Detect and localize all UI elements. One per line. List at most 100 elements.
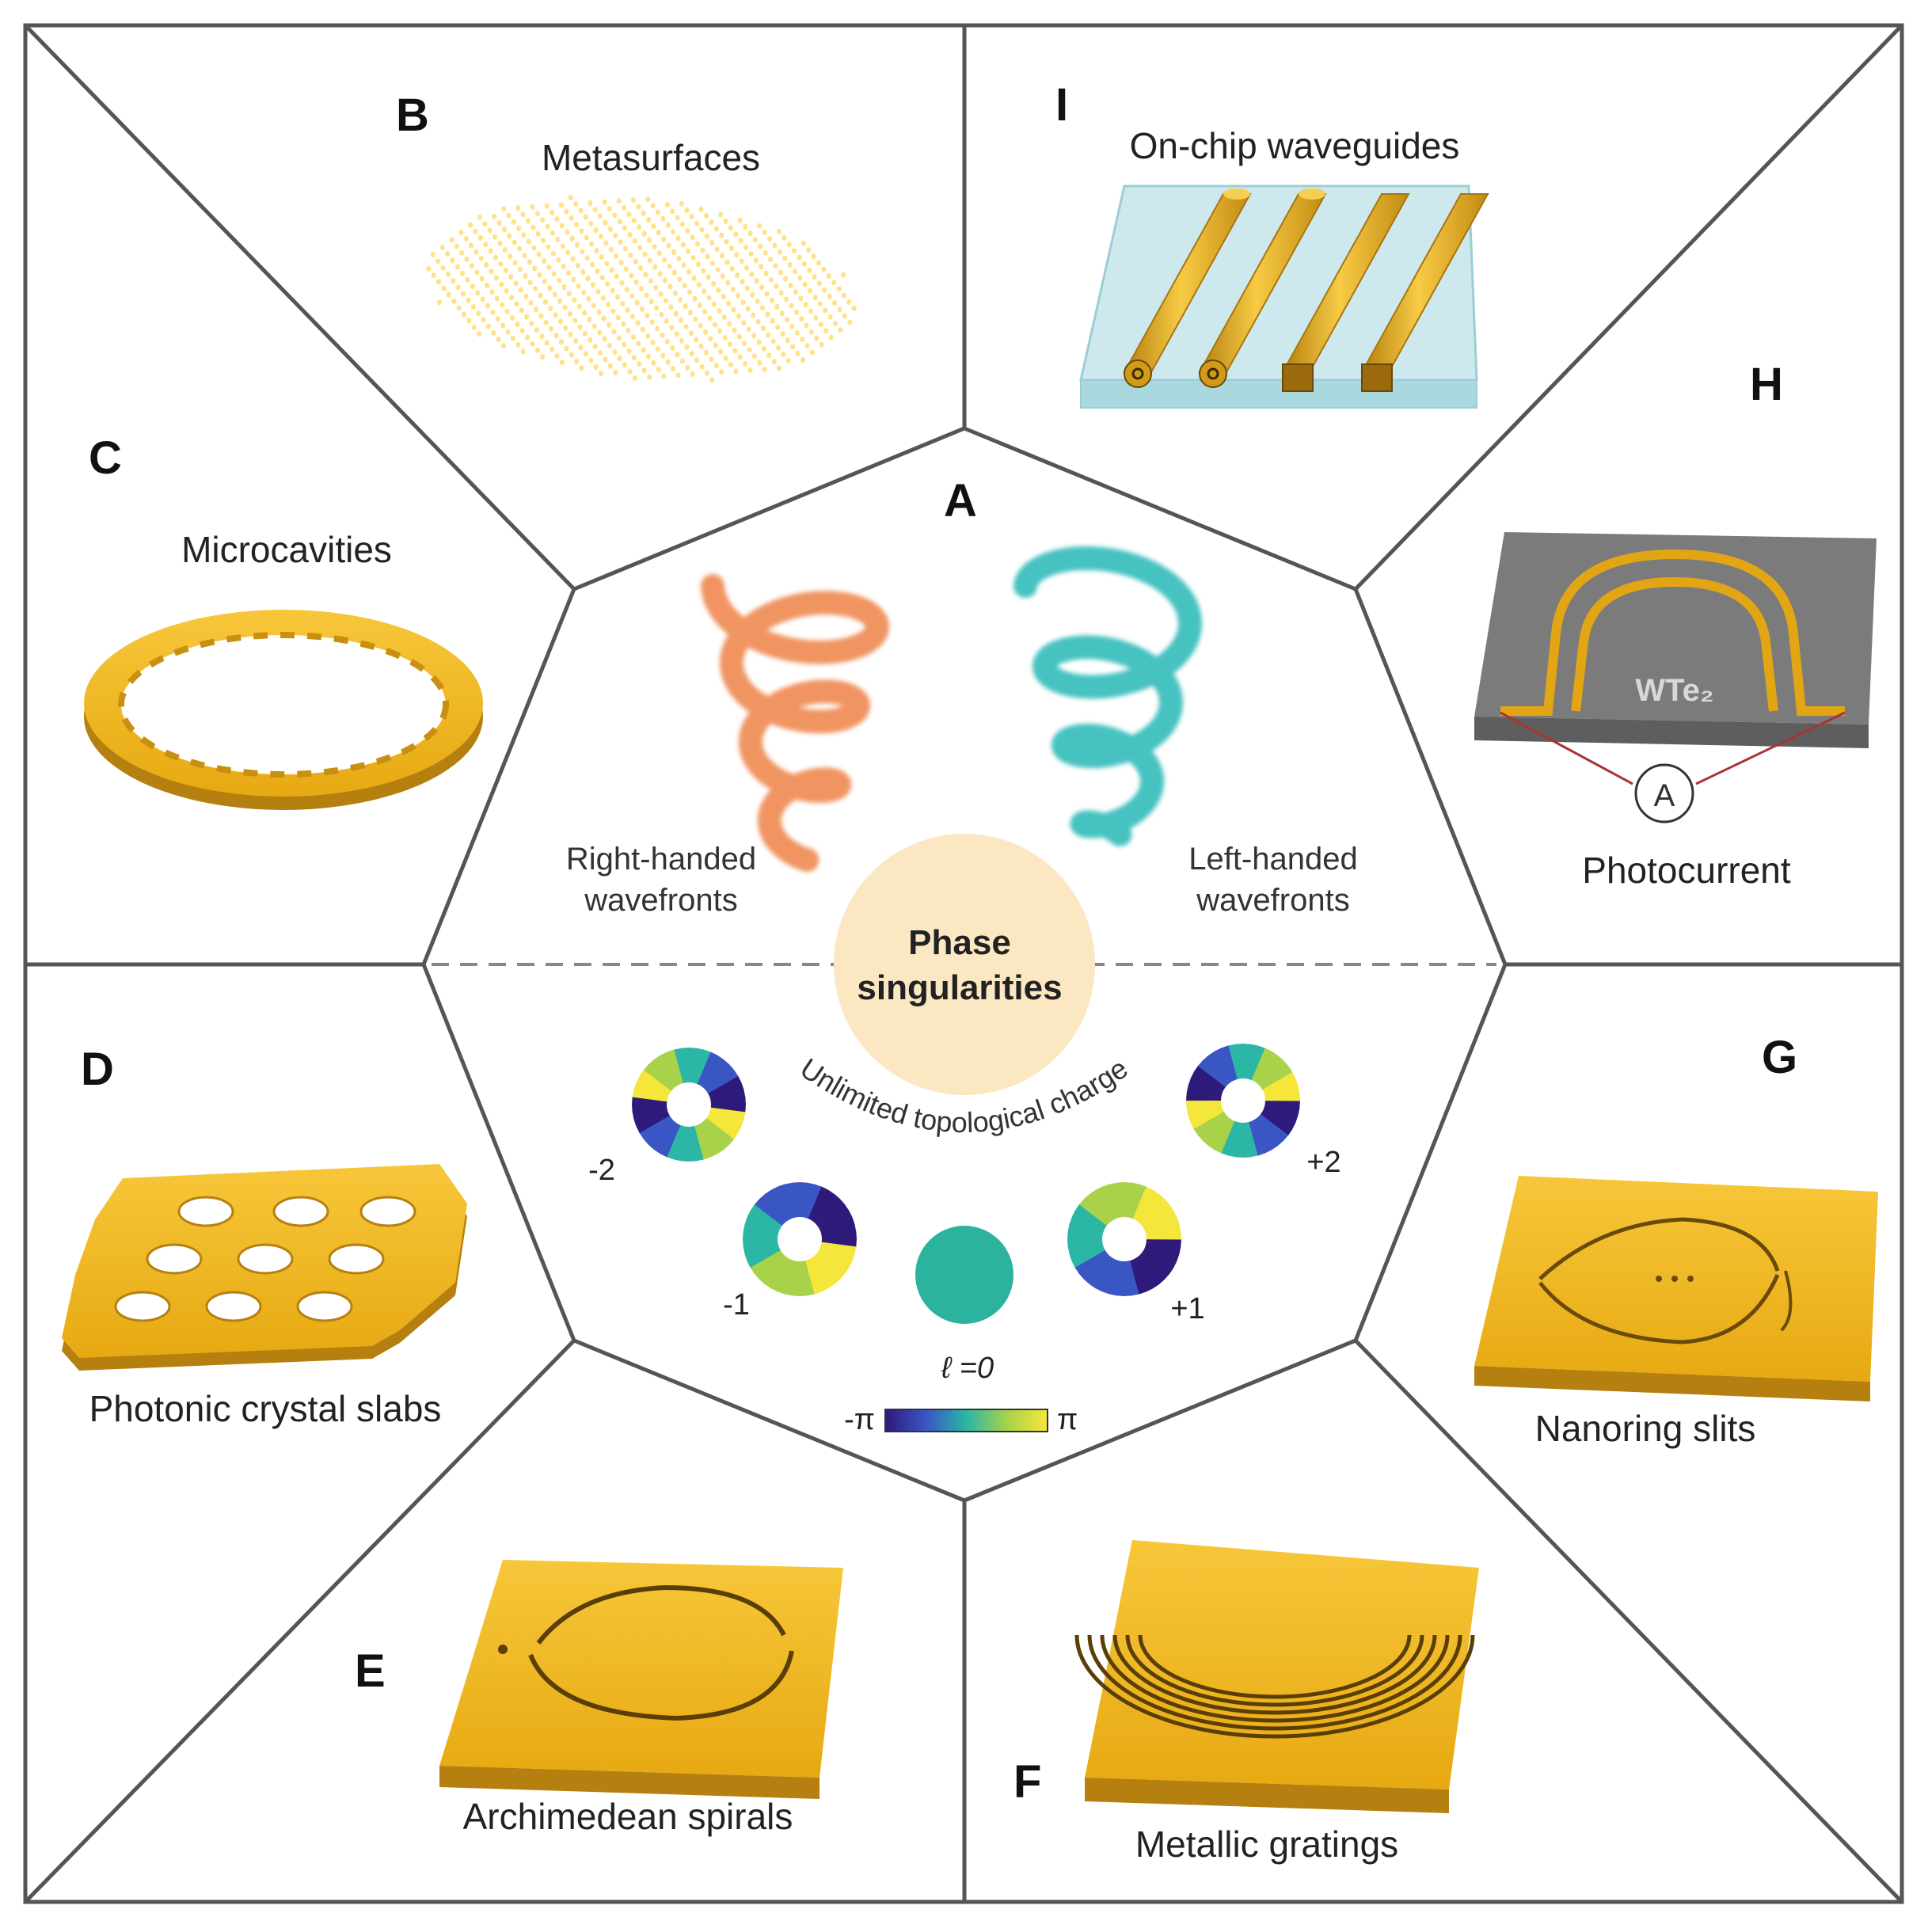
vortex-segment (750, 1249, 782, 1274)
spiral-slit-top (536, 1584, 786, 1645)
charge-plus-2: +2 (1306, 1146, 1340, 1179)
panel-c-letter: C (89, 432, 122, 484)
vortex-segment (681, 1048, 690, 1083)
vortex-segment (1130, 1259, 1147, 1295)
crystal-hole (177, 1196, 234, 1227)
vortex-segment (1078, 1252, 1109, 1280)
vortex-segment (694, 1124, 711, 1160)
vortex-segment (691, 1126, 704, 1162)
waveguide-end (1199, 359, 1227, 388)
vortex-segment (1264, 1101, 1300, 1109)
panel-b-letter: B (396, 89, 429, 141)
panel-i: I On-chip waveguides (1055, 79, 1489, 409)
grating-plate (1074, 1540, 1479, 1813)
vortex-segment (1132, 1186, 1154, 1220)
vortex-segment (805, 1259, 822, 1295)
waveguide-core (1207, 367, 1219, 380)
vortex-segment (802, 1182, 816, 1218)
vortex-segment (1102, 1259, 1119, 1295)
vortex-segment (1135, 1189, 1160, 1222)
slit-ring-top (1538, 1217, 1780, 1280)
panel-a-letter: A (944, 475, 977, 527)
vortex-segment (1102, 1184, 1119, 1219)
slit-dot-1 (1656, 1276, 1662, 1282)
vortex-segment (808, 1186, 829, 1220)
vortex-segment (778, 1259, 794, 1295)
vortex-segment (1132, 1258, 1153, 1292)
grating-groove (1112, 1634, 1437, 1715)
vortex-segment (792, 1261, 800, 1296)
phase-singularities-disc (834, 834, 1095, 1095)
vortex-segment (1261, 1066, 1293, 1090)
vortex-segment (1186, 1100, 1222, 1109)
vortex-segment (648, 1120, 675, 1150)
crystal-hole (296, 1291, 353, 1322)
vortex-segment (817, 1250, 850, 1275)
vortex-segment (1257, 1055, 1284, 1086)
material-label: WTe₂ (1635, 673, 1713, 708)
panel-d: D Photonic crystal slabs (62, 1044, 467, 1429)
vortex-segment (1078, 1198, 1109, 1226)
vortex-segment (643, 1063, 674, 1091)
vortex-segment (1084, 1193, 1112, 1224)
vortex-segment (1139, 1199, 1170, 1227)
vortex-segment (1109, 1261, 1122, 1296)
vortex-segment (764, 1257, 789, 1289)
grating-groove (1138, 1634, 1412, 1699)
vortex-segment (819, 1217, 855, 1234)
vortex-segment (706, 1116, 739, 1140)
vortex-segment (633, 1110, 669, 1127)
panel-f-title: Metallic gratings (1135, 1824, 1398, 1865)
vortex-segment (1069, 1217, 1105, 1234)
panel-h: H WTe₂ A Photocurrent (1474, 359, 1877, 891)
crystal-hole (114, 1291, 171, 1322)
vortex-segment (1207, 1118, 1232, 1150)
vortex-segment (813, 1193, 841, 1224)
vortex-segment (743, 1242, 778, 1254)
vortex-segment (709, 1110, 744, 1127)
vortex-segment (639, 1069, 671, 1093)
vortex-segment (819, 1245, 855, 1261)
vortex-segment (1264, 1086, 1300, 1098)
vortex-segment (1130, 1184, 1147, 1219)
vortex-segment (1067, 1223, 1103, 1237)
divider-bottom-left (24, 1339, 576, 1903)
vortex-segment (1197, 1113, 1228, 1141)
panel-d-letter: D (81, 1044, 114, 1095)
waveguide-top-cap (1223, 188, 1250, 200)
vortex-segment (1144, 1245, 1180, 1261)
vortex-segment (799, 1261, 808, 1296)
vortex-segment (708, 1076, 742, 1097)
vortex-segment (643, 1117, 674, 1145)
vortex-segment (1245, 1044, 1259, 1079)
vortex-segment (632, 1089, 667, 1102)
divider-top-right (1354, 24, 1903, 591)
grating-groove (1074, 1634, 1475, 1739)
crystal-hole (272, 1196, 329, 1227)
vortex-segment (1264, 1093, 1300, 1101)
charge-minus-1: -1 (723, 1288, 750, 1322)
spiral-plate (439, 1560, 843, 1799)
waveguide-set (1123, 188, 1489, 392)
microcavity-ring (84, 610, 483, 810)
vortex-segment (1096, 1186, 1116, 1220)
vortex-segment (1146, 1242, 1181, 1255)
left-handed-spiral (1013, 546, 1203, 846)
wire-right (1695, 711, 1846, 785)
vortex-segment (1251, 1120, 1272, 1154)
panel-g-title: Nanoring slits (1535, 1408, 1756, 1449)
vortex-segment (699, 1122, 724, 1154)
panel-g: G Nanoring slits (1474, 1032, 1878, 1449)
vortex-segment (1193, 1065, 1226, 1090)
vortex-segment (700, 1055, 724, 1087)
vortex-segment (792, 1182, 800, 1218)
vortex-segment (654, 1055, 679, 1087)
left-handed-label-line1: Left-handed (1188, 842, 1358, 877)
vortex-segment (674, 1048, 686, 1083)
slit-dot-2 (1671, 1276, 1678, 1282)
vortex-segment (710, 1107, 746, 1120)
panel-e-title: Archimedean spirals (463, 1796, 793, 1837)
vortex-segment (1074, 1204, 1107, 1228)
vortex-segment (1067, 1242, 1103, 1254)
vortex-segment (1139, 1253, 1170, 1280)
